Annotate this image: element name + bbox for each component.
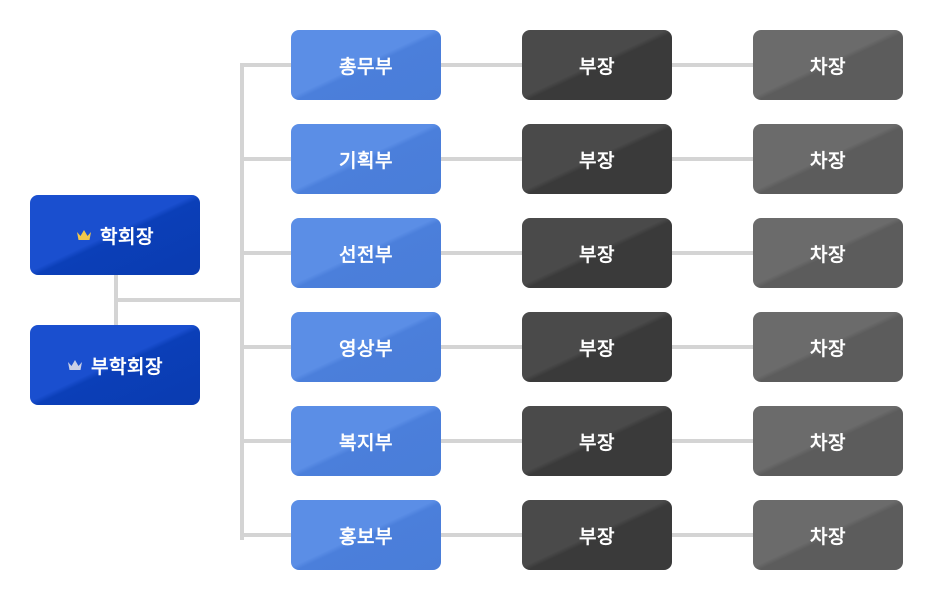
vice-president-label: 부학회장: [91, 355, 163, 378]
deputy-box[interactable]: 차장: [753, 218, 903, 288]
head-label: 부장: [579, 525, 615, 548]
branch-line: [240, 63, 291, 67]
deputy-label: 차장: [810, 243, 846, 266]
head-box[interactable]: 부장: [522, 312, 672, 382]
crown-icon: [68, 360, 83, 370]
crown-icon: [77, 230, 92, 240]
trunk-horizontal-line: [114, 298, 243, 302]
department-box[interactable]: 총무부: [291, 30, 441, 100]
deputy-box[interactable]: 차장: [753, 500, 903, 570]
head-label: 부장: [579, 431, 615, 454]
department-box[interactable]: 선전부: [291, 218, 441, 288]
head-box[interactable]: 부장: [522, 500, 672, 570]
deputy-label: 차장: [810, 431, 846, 454]
head-label: 부장: [579, 243, 615, 266]
department-box[interactable]: 기획부: [291, 124, 441, 194]
branch-line: [240, 157, 291, 161]
department-label: 영상부: [339, 337, 393, 360]
vice-president-box[interactable]: 부학회장: [30, 325, 200, 405]
head-box[interactable]: 부장: [522, 218, 672, 288]
deputy-label: 차장: [810, 337, 846, 360]
president-box[interactable]: 학회장: [30, 195, 200, 275]
head-label: 부장: [579, 55, 615, 78]
trunk-vertical-line: [240, 63, 244, 540]
department-box[interactable]: 영상부: [291, 312, 441, 382]
head-box[interactable]: 부장: [522, 124, 672, 194]
deputy-box[interactable]: 차장: [753, 124, 903, 194]
department-box[interactable]: 홍보부: [291, 500, 441, 570]
deputy-box[interactable]: 차장: [753, 312, 903, 382]
deputy-label: 차장: [810, 55, 846, 78]
deputy-label: 차장: [810, 525, 846, 548]
department-box[interactable]: 복지부: [291, 406, 441, 476]
deputy-box[interactable]: 차장: [753, 30, 903, 100]
head-box[interactable]: 부장: [522, 30, 672, 100]
president-label: 학회장: [100, 225, 154, 248]
department-label: 기획부: [339, 149, 393, 172]
deputy-label: 차장: [810, 149, 846, 172]
head-label: 부장: [579, 149, 615, 172]
department-label: 복지부: [339, 431, 393, 454]
department-label: 선전부: [339, 243, 393, 266]
deputy-box[interactable]: 차장: [753, 406, 903, 476]
head-label: 부장: [579, 337, 615, 360]
department-label: 홍보부: [339, 525, 393, 548]
branch-line: [240, 439, 291, 443]
branch-line: [240, 345, 291, 349]
head-box[interactable]: 부장: [522, 406, 672, 476]
branch-line: [240, 533, 291, 537]
branch-line: [240, 251, 291, 255]
department-label: 총무부: [339, 55, 393, 78]
